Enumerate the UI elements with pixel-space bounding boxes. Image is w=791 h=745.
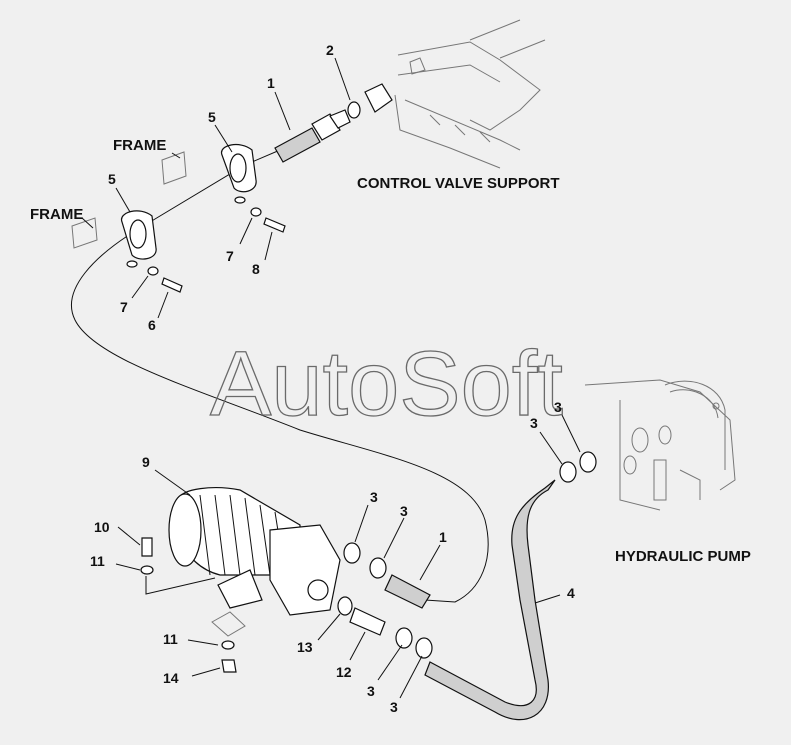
o-ring-top: [347, 101, 361, 119]
filter-washer-lower: [221, 640, 235, 650]
label-frame-lower: FRAME: [30, 206, 83, 223]
frame-bracket-lower: [71, 217, 98, 249]
control-valve-support-drawing: [394, 19, 546, 169]
filter-washer-upper: [140, 565, 154, 575]
callout-8: 8: [252, 261, 260, 277]
callout-14: 14: [163, 670, 179, 686]
washer-upper: [250, 207, 262, 217]
callout-2: 2: [326, 42, 334, 58]
o-ring-bottom: [337, 596, 353, 616]
callout-4: 4: [567, 585, 575, 601]
callout-13: 13: [297, 639, 313, 655]
valve-port-fitting: [364, 83, 393, 113]
frame-bracket-upper: [161, 151, 187, 185]
callout-3-bottom-a: 3: [367, 683, 375, 699]
filter-assembly: [168, 487, 341, 616]
clamp-lower: [121, 210, 157, 268]
callout-7-upper: 7: [226, 248, 234, 264]
label-frame-upper: FRAME: [113, 137, 166, 154]
callout-11-upper: 11: [90, 553, 105, 569]
callout-3-filter-a: 3: [370, 489, 378, 505]
washer-lower: [147, 266, 159, 276]
callout-3-pump-b: 3: [554, 399, 562, 415]
callout-11-lower: 11: [163, 631, 178, 647]
filter-bolt: [141, 537, 153, 557]
hose-bottom: [384, 574, 431, 609]
hose-clamp-pump-a: [559, 461, 577, 483]
callout-3-filter-b: 3: [400, 503, 408, 519]
bolt-lower: [161, 277, 183, 293]
hose-fitting-top: [274, 109, 351, 163]
label-control-valve-support: CONTROL VALVE SUPPORT: [357, 175, 560, 192]
filter-nut: [221, 659, 237, 673]
label-hydraulic-pump: HYDRAULIC PUMP: [615, 548, 751, 565]
callout-1-bottom: 1: [439, 529, 447, 545]
fitting-bottom: [349, 607, 386, 636]
hose-clamp-pump-b: [579, 451, 597, 473]
hose-clamp-bottom-b: [415, 637, 433, 659]
hydraulic-pump-drawing: [584, 379, 736, 511]
callout-7-lower: 7: [120, 299, 128, 315]
hose-clamp-mid-b: [369, 557, 387, 579]
suction-hose: [424, 479, 556, 721]
bolt-upper: [263, 217, 286, 233]
callout-10: 10: [94, 519, 110, 535]
mounting-plate: [211, 611, 246, 637]
hose-clamp-mid-a: [343, 542, 361, 564]
callout-9: 9: [142, 454, 150, 470]
callout-5-upper: 5: [208, 109, 216, 125]
hose-clamp-bottom-a: [395, 627, 413, 649]
clamp-upper: [221, 143, 257, 204]
callout-3-pump-a: 3: [530, 415, 538, 431]
callout-1-top: 1: [267, 75, 275, 91]
callout-6: 6: [148, 317, 156, 333]
callout-12: 12: [336, 664, 352, 680]
watermark: AutoSoft: [210, 333, 563, 435]
callout-5-lower: 5: [108, 171, 116, 187]
pressure-line: [70, 149, 489, 603]
leader-lines: [81, 57, 581, 699]
callout-3-bottom-b: 3: [390, 699, 398, 715]
